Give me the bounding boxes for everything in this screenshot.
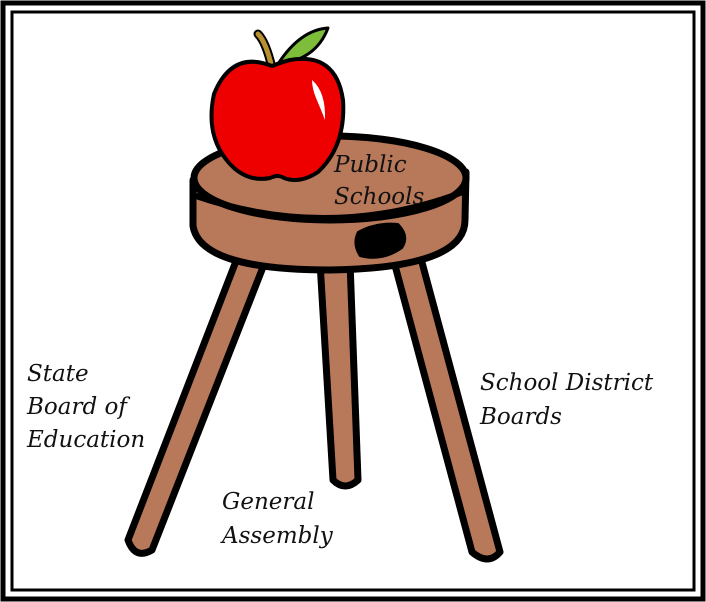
label-school-district-boards: School District Boards (479, 370, 660, 430)
stool-leg-general-assembly (316, 258, 362, 490)
label-public-schools-line-1: Public (333, 152, 407, 178)
stool-leg-school-district-boards (389, 251, 504, 563)
apple-highlight (312, 80, 326, 120)
label-general-assembly: General Assembly (220, 489, 334, 549)
label-public-schools: Public Schools (333, 152, 425, 210)
apple-body (209, 56, 346, 182)
label-general-assembly-line-2: Assembly (220, 523, 334, 549)
label-general-assembly-line-1: General (222, 489, 314, 515)
inner-frame (10, 10, 696, 592)
label-school-district-line-1: School District (480, 370, 654, 396)
stool-knot (354, 222, 407, 259)
label-school-district-line-2: Boards (479, 404, 562, 430)
stool-seat-groove (193, 189, 466, 222)
apple-icon (209, 26, 346, 182)
label-public-schools-line-2: Schools (334, 184, 425, 210)
stool-illustration (124, 132, 504, 563)
label-state-board-of-education: State Board of Education (26, 361, 145, 453)
stool-leg-state-board (124, 252, 269, 557)
label-state-board-line-2: Board of (26, 394, 130, 420)
label-state-board-line-3: Education (26, 427, 145, 453)
label-state-board-line-1: State (27, 361, 89, 387)
